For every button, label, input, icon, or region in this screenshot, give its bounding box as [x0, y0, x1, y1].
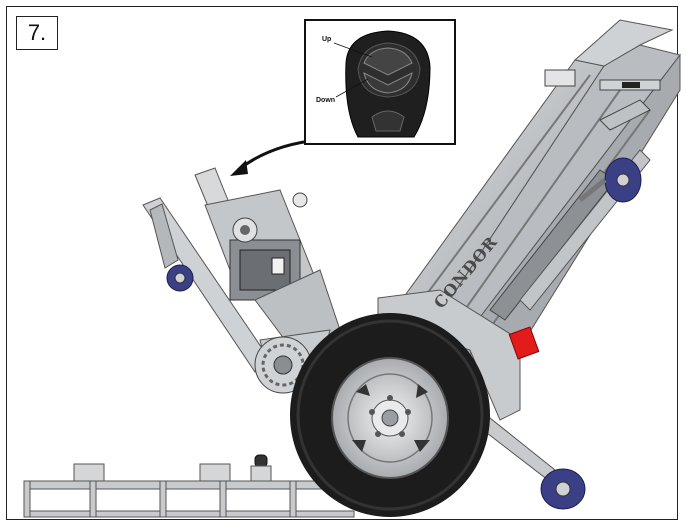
upper-right-caster: [578, 157, 642, 203]
main-wheel: [290, 313, 490, 517]
red-stop-block: [508, 326, 540, 360]
up-button: [363, 47, 413, 76]
up-label: Up: [322, 36, 332, 43]
down-button: [363, 72, 413, 94]
pointer-arrow: [230, 138, 319, 176]
step-label: 7.: [16, 16, 58, 50]
handle-post: [142, 167, 341, 381]
down-label: Down: [316, 97, 336, 104]
mast-assembly: [377, 19, 681, 421]
left-caster: [166, 264, 194, 292]
remote-control: [333, 30, 431, 138]
remote-inset: Up Down: [304, 19, 456, 145]
